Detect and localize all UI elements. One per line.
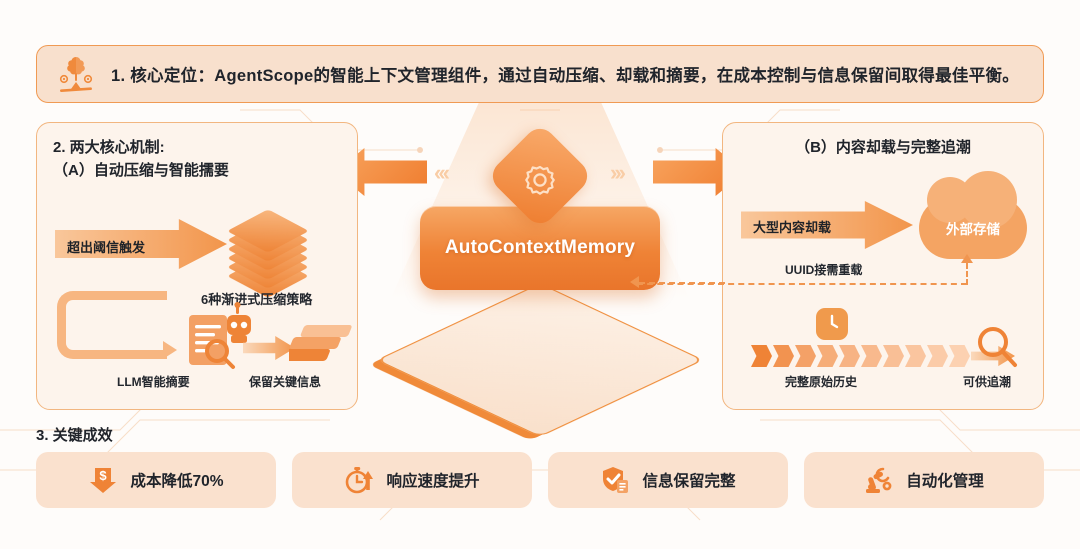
uuid-core-arrowhead — [630, 276, 639, 288]
chevron-left-icon: ‹‹‹ — [434, 160, 450, 185]
outcome-card-cost[interactable]: $ 成本降低70% — [36, 452, 276, 508]
panel-mechanisms-a: 2. 两大核心机制: （A）自动压缩与智能擩要 超出阈信触发 6种渐进式压缩策略 — [36, 122, 358, 410]
outcome-card-automation[interactable]: 自动化管理 — [804, 452, 1044, 508]
compression-strategy-label: 6种渐进式压缩策略 — [201, 292, 313, 307]
offload-label: 大型内容却载 — [753, 220, 832, 235]
traceback-label: 可供追潮 — [963, 375, 1012, 389]
panel-mechanisms-b: （B）内容却载与完整追潮 大型内容却载 外部存储 UUID接需重载 — [637, 122, 1044, 410]
timeline-chevrons-icon — [751, 345, 970, 367]
banner-text: 1. 核心定位：AgentScope的智能上下文管理组件，通过自动压缩、却载和摘… — [111, 67, 1020, 85]
outcome-card-integrity-label: 信息保留完整 — [642, 473, 736, 490]
magnifier-icon — [973, 323, 1021, 371]
panel-left-title-line2: （A）自动压缩与智能擩要 — [53, 161, 229, 179]
outcome-card-integrity[interactable]: 信息保留完整 — [548, 452, 788, 508]
uuid-reload-path — [637, 283, 967, 285]
loop-arrow-head — [163, 341, 177, 359]
dollar-down-arrow-icon: $ — [88, 465, 118, 495]
sheets-icon — [289, 319, 355, 377]
outcome-card-speed-label: 响应速度提升 — [386, 473, 480, 490]
base-platform — [375, 282, 705, 438]
section-outcomes-title: 3. 关键成效 — [36, 427, 113, 444]
full-history-label: 完整原始历史 — [785, 375, 858, 389]
outcome-cards: $ 成本降低70% 响应速度提升 — [36, 452, 1044, 508]
core-label: AutoContextMemory — [444, 237, 636, 258]
keep-info-label: 保留关键信息 — [249, 375, 322, 389]
uuid-reload-label: UUID接需重载 — [785, 263, 863, 277]
svg-text:$: $ — [100, 468, 108, 483]
uuid-core-path — [639, 282, 725, 284]
llm-summary-label: LLM智能摘要 — [117, 375, 190, 389]
clock-icon — [815, 307, 849, 341]
outcome-card-automation-label: 自动化管理 — [906, 473, 984, 490]
outcome-card-speed[interactable]: 响应速度提升 — [292, 452, 532, 508]
shield-check-document-icon — [600, 465, 630, 495]
cloud-label: 外部存储 — [946, 222, 1000, 237]
panel-right-title: （B）内容却载与完整追潮 — [795, 139, 971, 156]
outcome-card-cost-label: 成本降低70% — [130, 473, 224, 490]
loop-arrow-icon — [57, 291, 167, 359]
panel-left-title-line1: 2. 两大核心机制: — [53, 139, 165, 156]
panel-left-title: 2. 两大核心机制: （A）自动压缩与智能擩要 — [53, 137, 229, 182]
core-module: AutoContextMemory — [420, 206, 660, 290]
layers-stack-icon — [226, 201, 311, 298]
uuid-reload-arrowhead — [961, 254, 973, 263]
chevron-right-icon: ››› — [610, 160, 626, 185]
brain-balance-icon — [55, 53, 97, 95]
threshold-trigger-label: 超出阈信触发 — [67, 240, 146, 255]
uuid-reload-riser — [966, 263, 968, 285]
robot-arm-gear-icon — [864, 465, 894, 495]
cloud-storage-icon: 外部存储 — [919, 171, 1027, 259]
core-positioning-banner: 1. 核心定位：AgentScope的智能上下文管理组件，通过自动压缩、却载和摘… — [36, 45, 1044, 103]
stopwatch-up-arrow-icon — [344, 465, 374, 495]
document-robot-magnifier-icon — [181, 301, 259, 373]
